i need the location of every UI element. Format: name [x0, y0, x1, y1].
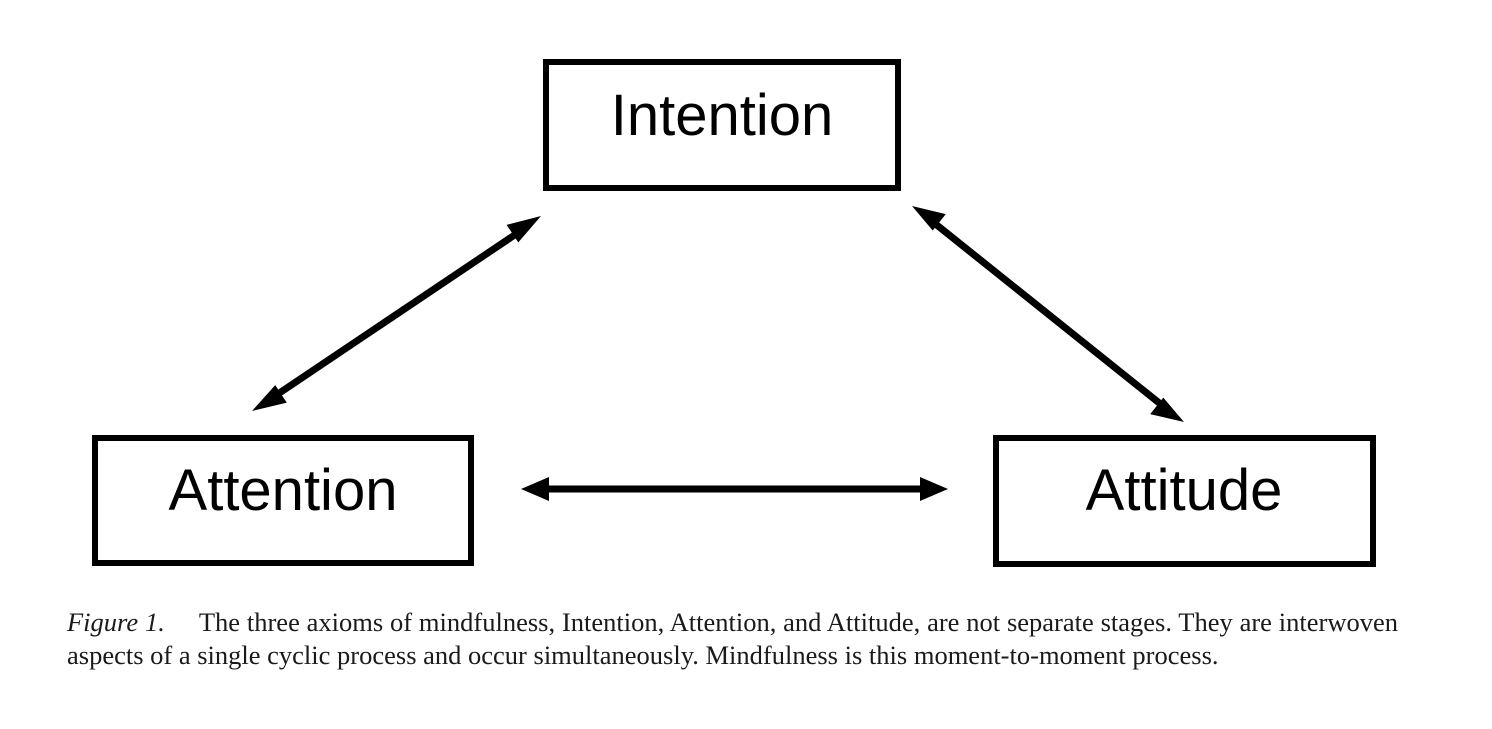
arrowhead-intention-attitude-start [912, 206, 946, 231]
arrowhead-attention-attitude-start [521, 477, 549, 501]
node-attitude: Attitude [993, 435, 1376, 567]
figure-caption: Figure 1.The three axioms of mindfulness… [67, 606, 1398, 672]
edge-intention-attitude [912, 206, 1184, 422]
arrowhead-intention-attention-start [252, 385, 287, 411]
arrowhead-intention-attention-end [506, 216, 541, 243]
figure-caption-text: The three axioms of mindfulness, Intenti… [67, 607, 1398, 670]
arrowhead-intention-attitude-end [1150, 397, 1184, 422]
edge-intention-attitude-line [925, 215, 1171, 413]
arrowhead-attention-attitude-end [920, 477, 948, 501]
edge-intention-attention-line [267, 225, 527, 403]
node-attention-label: Attention [169, 458, 398, 523]
edge-intention-attention [252, 216, 541, 411]
node-attention-box [92, 435, 474, 566]
node-attitude-box [993, 435, 1376, 567]
node-intention-label: Intention [611, 83, 834, 148]
edge-attention-attitude [521, 477, 948, 501]
node-intention-box [543, 59, 901, 191]
node-attitude-label: Attitude [1086, 458, 1283, 523]
node-intention: Intention [543, 59, 901, 191]
figure-caption-label: Figure 1. [67, 607, 165, 637]
node-attention: Attention [92, 435, 474, 566]
